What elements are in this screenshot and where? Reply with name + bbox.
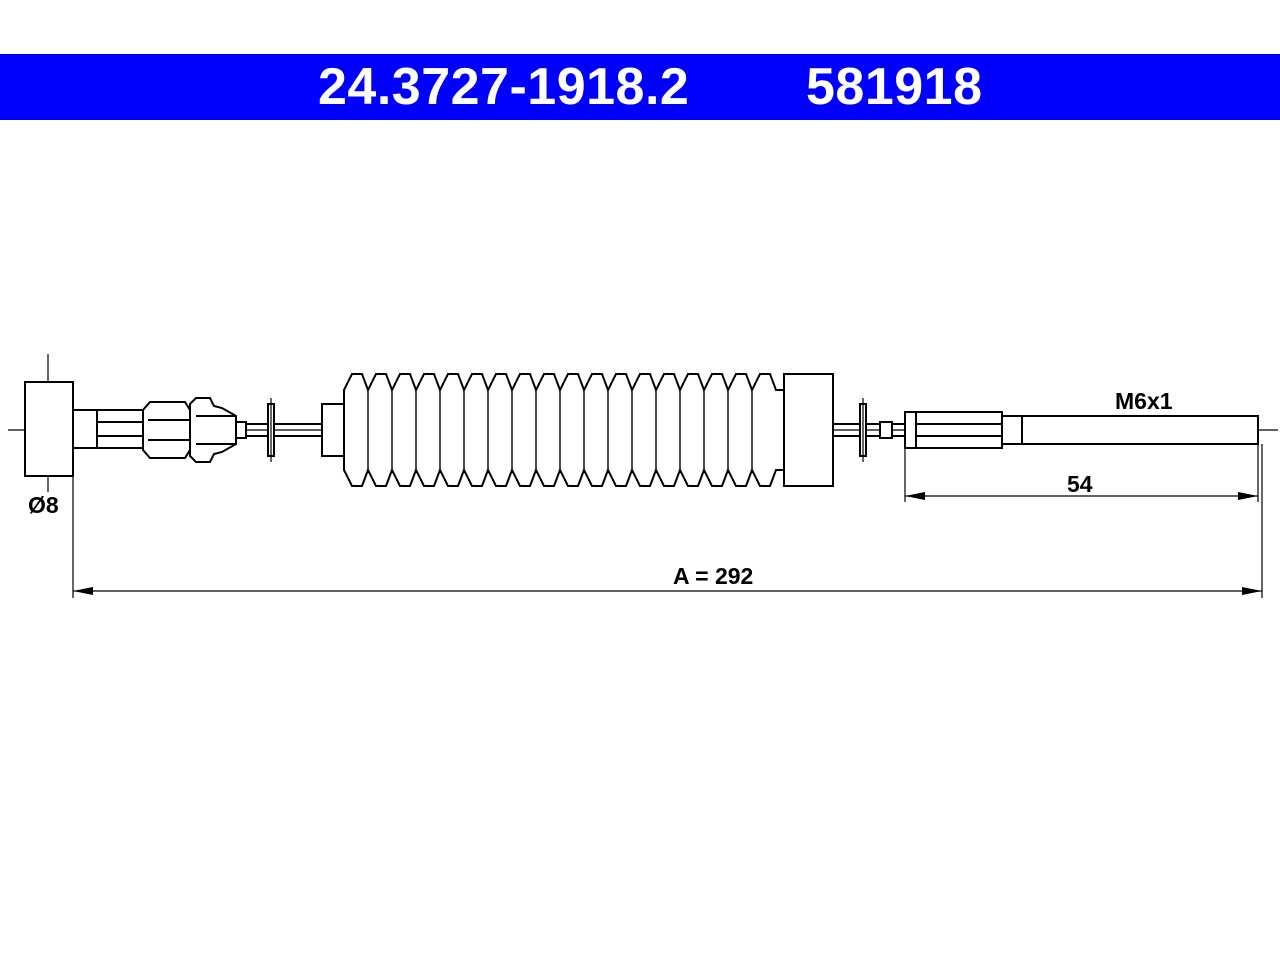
title-bar: 24.3727-1918.2 581918 [0, 54, 1280, 120]
clip-left [267, 398, 275, 462]
bellows [321, 373, 834, 487]
reference-number: 581918 [806, 58, 983, 116]
dimension-thread-length [904, 444, 1259, 502]
part-number: 24.3727-1918.2 [318, 58, 690, 116]
ferrule-left [72, 409, 144, 449]
thread-label: M6x1 [1115, 388, 1173, 414]
dimension-overall-length [72, 444, 1263, 598]
threaded-end [904, 411, 1259, 449]
thread-length-label: 54 [1067, 471, 1093, 497]
cable-right [833, 423, 880, 437]
overall-length-label: A = 292 [673, 563, 753, 589]
grommet-left [142, 397, 247, 463]
clip-right [859, 398, 905, 462]
diameter-label: Ø8 [28, 492, 59, 518]
end-nipple-left [24, 354, 74, 492]
cable-left [246, 423, 322, 437]
